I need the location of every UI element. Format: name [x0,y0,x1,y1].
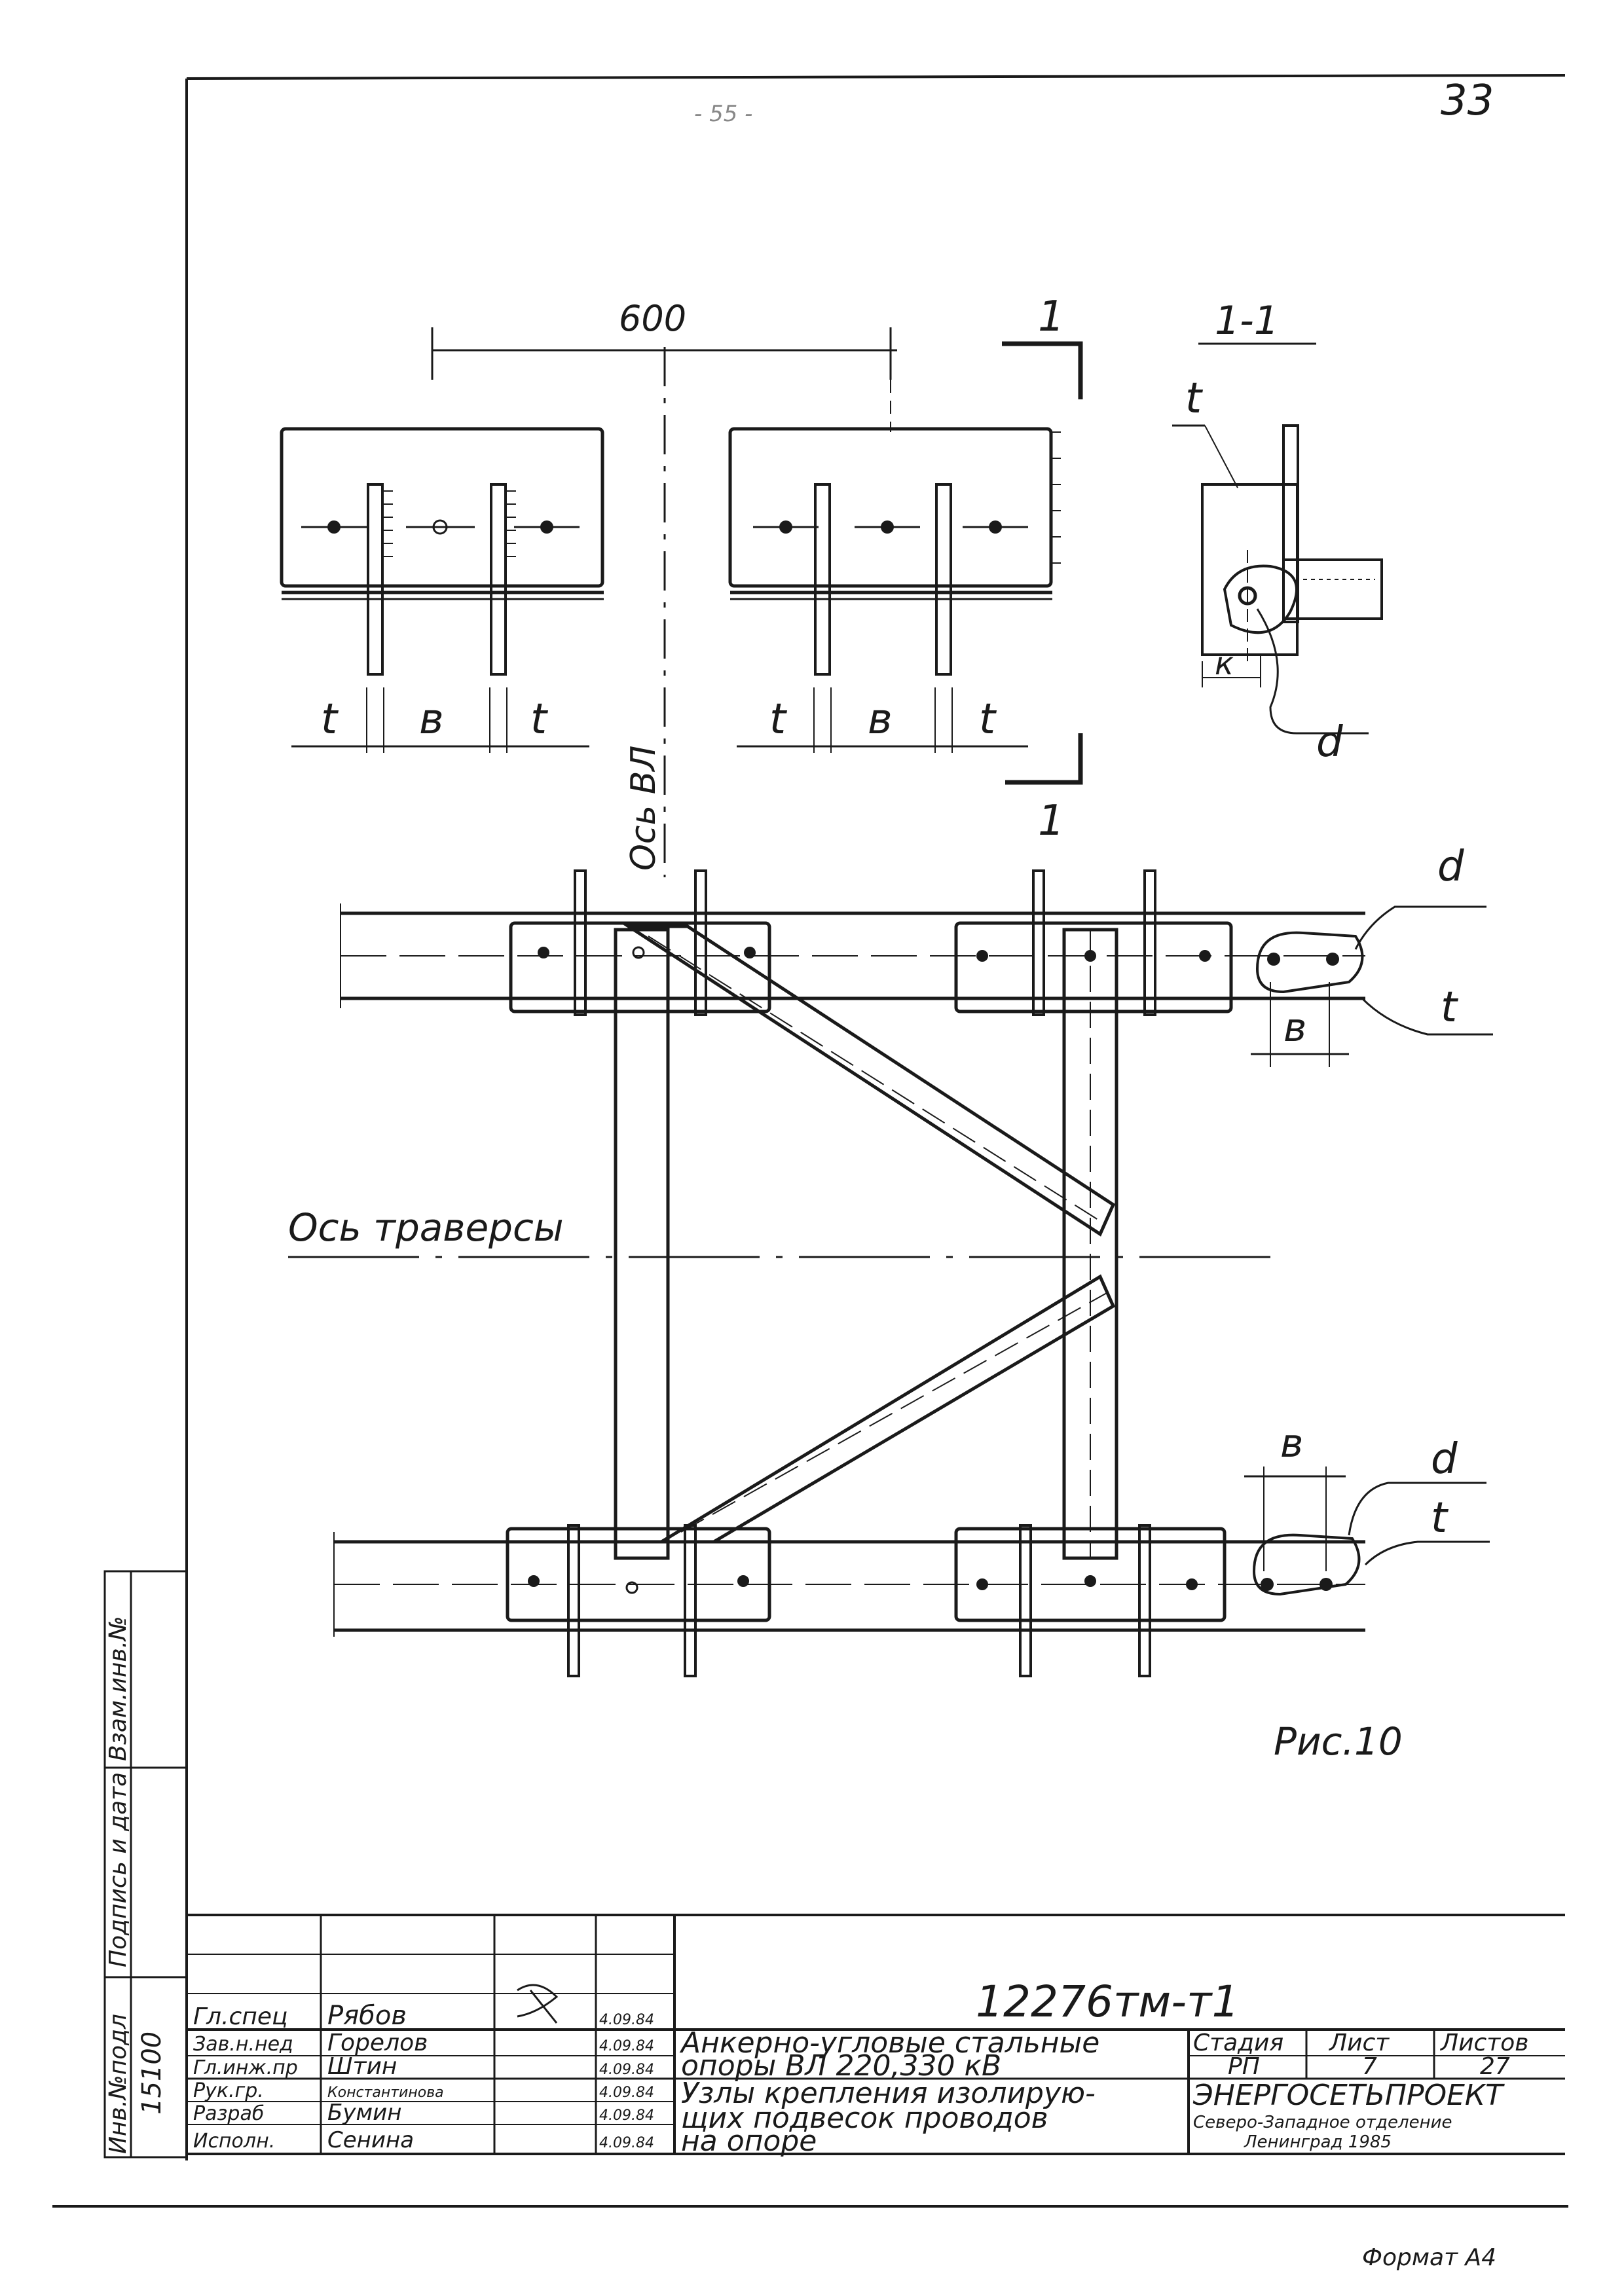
tb-name-4: Бумин [327,2100,401,2126]
side-stamp-inv-number: 15100 [137,2032,167,2115]
plate-left-detail [280,427,604,753]
tb-title-line1: Анкерно-угловые стальные [679,2026,1099,2060]
dim-b-mid: в [868,695,893,744]
section-k-label: к [1215,646,1234,682]
side-stamp-inv-podl: Инв.№подл [105,2014,132,2154]
section-1-1-title: 1-1 [1215,298,1279,344]
sheet-number: 33 [1441,77,1494,125]
tb-stage: РП [1228,2053,1260,2080]
section-t-label: t [1185,374,1204,423]
tb-sheet-header: Лист [1328,2030,1390,2056]
section-1-1-detail [1172,342,1383,735]
tb-sheet: 7 [1362,2053,1377,2080]
tb-date-3: 4.09.84 [599,2085,654,2101]
tb-name-0: Рябов [327,2001,407,2031]
title-block-code: 12276тм-т1 [976,1977,1239,2027]
tb-role-3: Рук.гр. [193,2079,264,2102]
tb-name-2: Штин [327,2053,397,2080]
format-label: Формат А4 [1362,2244,1496,2271]
dimension-600-value: 600 [619,298,686,339]
tb-role-5: Исполн. [193,2130,275,2153]
section-d-label: d [1316,718,1343,767]
tb-stage-header: Стадия [1193,2030,1283,2056]
clamp-top-b-label: в [1283,1005,1306,1051]
dim-t-left-1: t [321,695,339,744]
tb-date-0: 4.09.84 [599,2012,654,2028]
dim-t-mid-2: t [979,695,997,744]
tb-subtitle-line1: Узлы крепления изолирую- [681,2077,1096,2110]
clamp-top-t-label: t [1441,983,1459,1032]
tb-role-2: Гл.инж.пр [193,2056,298,2079]
tb-date-1: 4.09.84 [599,2038,654,2054]
side-stamp-grid [103,1570,188,2159]
title-block-grid [187,1914,1565,2155]
clamp-bottom-d-label: d [1431,1435,1458,1484]
tb-sheets: 27 [1480,2053,1510,2080]
tb-name-5: Сенина [327,2127,414,2153]
sheet-frame [52,74,1568,2208]
section-cut-marker [1002,341,1083,785]
tb-role-0: Гл.спец [193,2003,288,2030]
top-smudge: - 55 - [694,101,752,127]
tb-name-1: Горелов [327,2030,428,2056]
dim-t-mid-1: t [769,695,788,744]
tb-org-line2: Северо-Западное отделение [1193,2113,1452,2132]
tb-subtitle-line2: щих подвесок проводов [681,2102,1048,2135]
dim-b-left: в [419,695,444,744]
plate-middle-detail [728,380,1061,753]
tb-org-name: ЭНЕРГОСЕТЬПРОЕКТ [1192,2079,1505,2112]
tb-role-4: Разраб [193,2102,264,2125]
tb-org-line3: Ленинград 1985 [1244,2132,1392,2152]
tb-subtitle-line3: на опоре [681,2124,817,2158]
tb-role-1: Зав.н.нед [193,2033,293,2056]
traverse-assembly [288,869,1493,1677]
dim-t-left-2: t [530,695,549,744]
tb-date-4: 4.09.84 [599,2107,654,2124]
tb-title-line2: опоры ВЛ 220,330 кВ [681,2049,1001,2083]
tb-sheets-header: Листов [1439,2030,1528,2056]
clamp-top-d-label: d [1437,843,1464,891]
figure-caption: Рис.10 [1274,1719,1403,1764]
side-stamp-podpis: Подпись и дата [105,1772,132,1967]
section-marker-bottom: 1 [1038,797,1065,845]
axis-vl-label: Ось ВЛ [624,746,663,871]
clamp-bottom-b-label: в [1280,1421,1303,1467]
side-stamp-vzam-inv: Взам.инв.№ [105,1616,132,1761]
tb-date-2: 4.09.84 [599,2062,654,2078]
tb-date-5: 4.09.84 [599,2135,654,2151]
clamp-bottom-t-label: t [1431,1494,1449,1542]
section-marker-top: 1 [1038,293,1065,341]
tb-name-3: Константинова [327,2085,444,2101]
axis-traverse-label: Ось траверсы [288,1205,564,1250]
